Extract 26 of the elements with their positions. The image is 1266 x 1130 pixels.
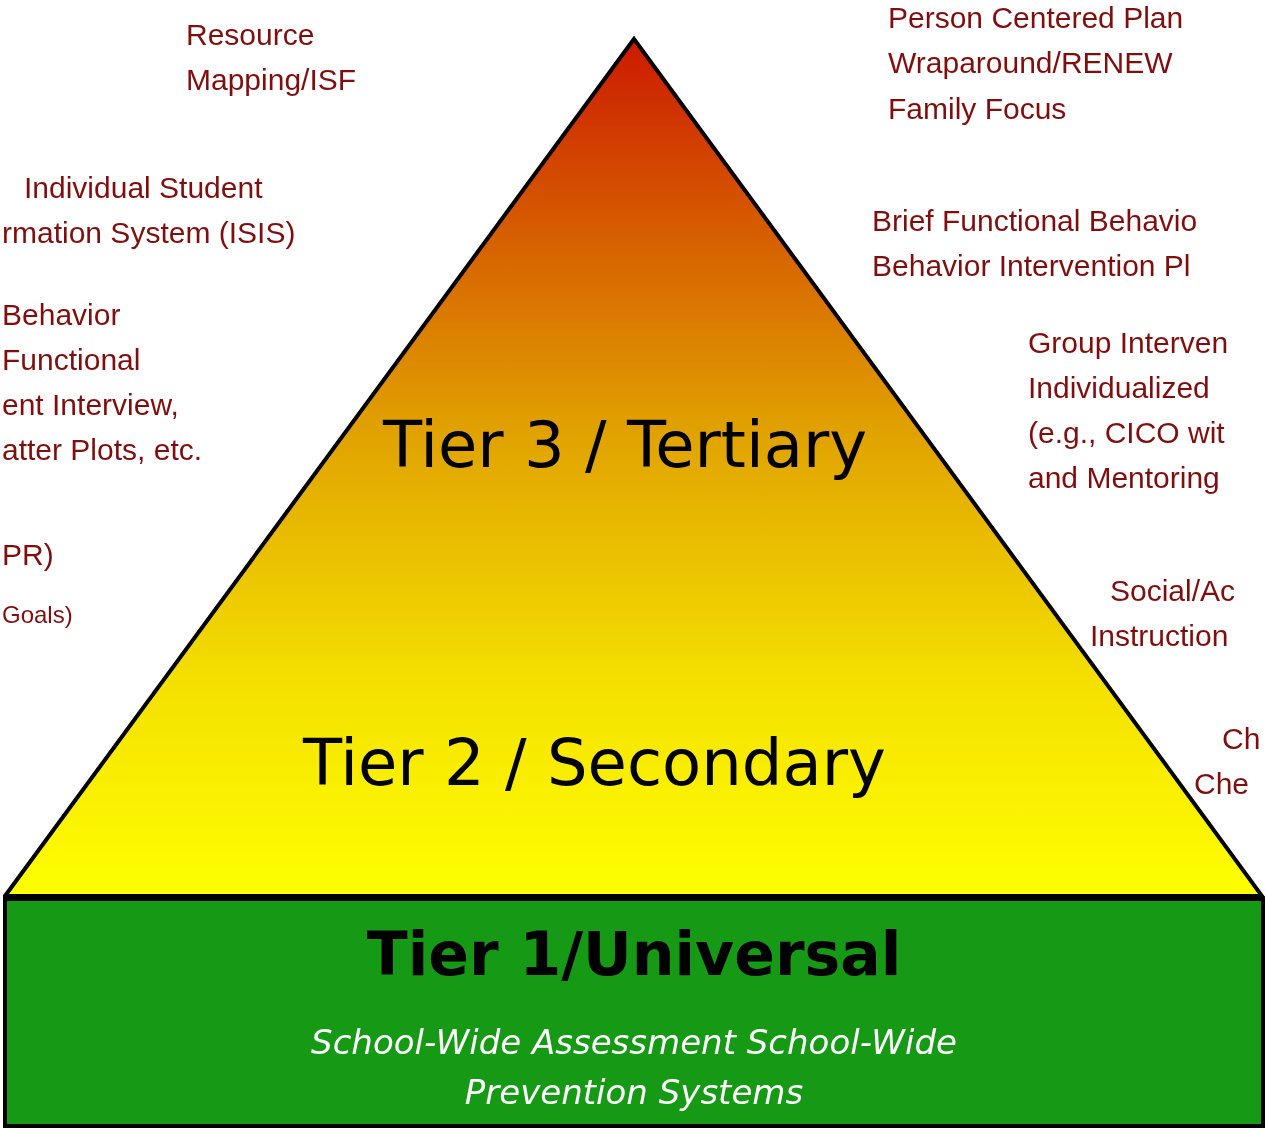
intervention-note: atter Plots, etc.: [2, 432, 203, 468]
intervention-note: rmation System (ISIS): [2, 215, 296, 251]
tier-description: School-Wide Assessment School-Wide Prevention Systems: [310, 1021, 958, 1114]
intervention-note: Individual Student: [24, 170, 263, 206]
intervention-note: Wraparound/RENEW: [888, 45, 1173, 81]
intervention-note: Che: [1194, 766, 1250, 802]
tier-title: Tier 1/Universal: [366, 919, 902, 989]
intervention-note: Resource Mapping/ISF: [186, 17, 358, 98]
tier-title: Tier 3 / Tertiary: [383, 408, 868, 482]
intervention-note: ent Interview,: [2, 387, 179, 423]
intervention-note: Group Interven: [1028, 325, 1229, 361]
intervention-note: Social/Ac: [1110, 573, 1236, 609]
intervention-note: Individualized: [1028, 370, 1210, 406]
tier-title: Tier 2 / Secondary: [303, 726, 886, 800]
intervention-note: Brief Functional Behavio: [872, 203, 1198, 239]
intervention-note: and Mentoring: [1028, 460, 1220, 496]
intervention-note: Behavior: [2, 297, 121, 333]
intervention-note: Goals): [2, 600, 73, 630]
intervention-note: Functional: [2, 342, 141, 378]
intervention-note: PR): [2, 537, 54, 573]
intervention-note: Family Focus: [888, 91, 1067, 127]
intervention-note: (e.g., CICO wit: [1028, 415, 1225, 451]
intervention-note: Instruction: [1090, 618, 1229, 654]
intervention-note: Behavior Intervention Pl: [872, 248, 1191, 284]
intervention-note: Ch: [1222, 721, 1261, 757]
intervention-note: Person Centered Plan: [888, 0, 1184, 36]
